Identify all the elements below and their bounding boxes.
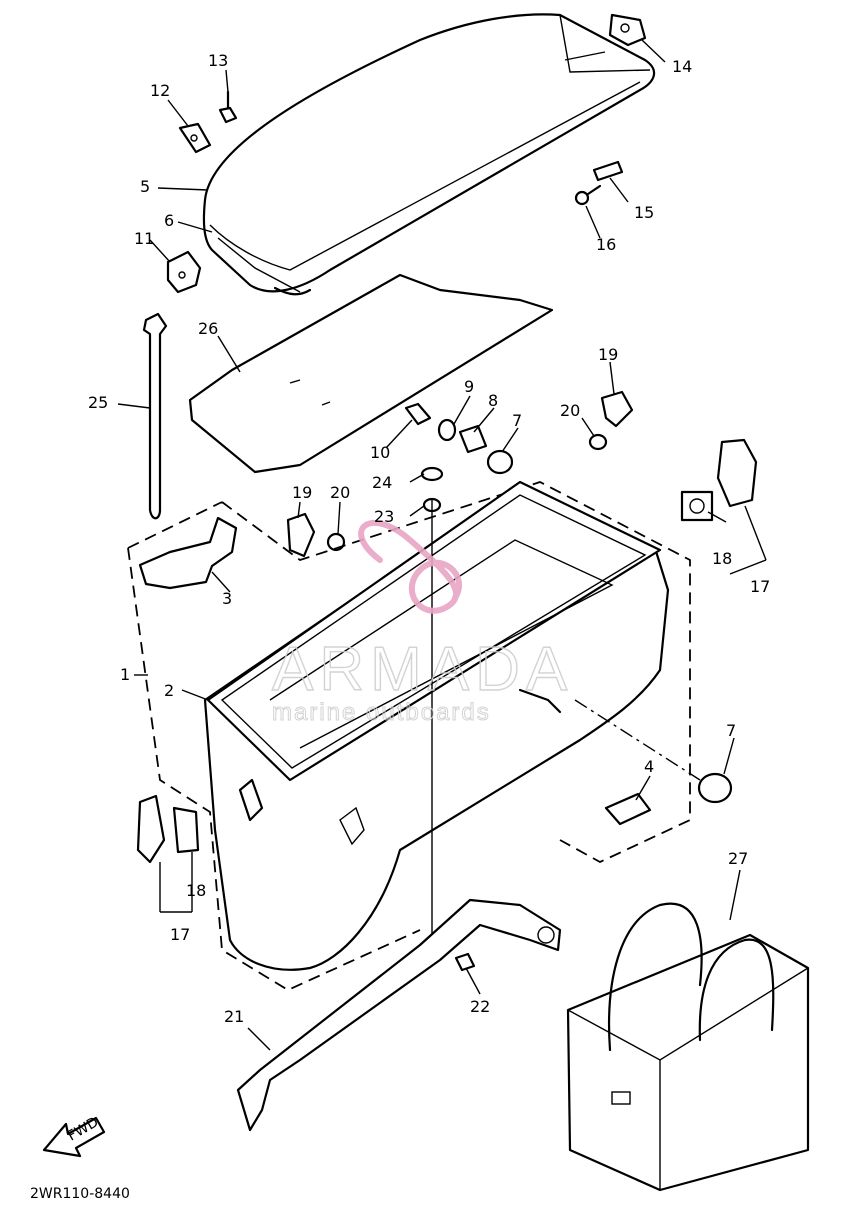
bracket-part-11 bbox=[166, 250, 202, 294]
assembly-outline-1 bbox=[127, 481, 691, 992]
saddlebag-case bbox=[203, 480, 670, 971]
screw-part-13 bbox=[218, 90, 238, 124]
label-part-27: 27 bbox=[728, 849, 748, 868]
bolt-part-16 bbox=[574, 184, 602, 206]
label-part-19-left: 19 bbox=[292, 483, 312, 502]
label-part-9: 9 bbox=[464, 377, 474, 396]
label-part-18-left: 18 bbox=[186, 881, 206, 900]
latch-part-19-left bbox=[286, 512, 316, 558]
label-part-7-upper: 7 bbox=[512, 411, 522, 430]
label-part-23: 23 bbox=[374, 507, 394, 526]
saddlebag-lid bbox=[202, 13, 656, 296]
watermark-title: ARMADA bbox=[272, 635, 573, 704]
watermark-subtitle: marine outboards bbox=[272, 699, 491, 726]
armada-watermark: ARMADA marine outboards bbox=[271, 519, 573, 727]
label-part-17-right: 17 bbox=[750, 577, 770, 596]
cap-part-24 bbox=[420, 466, 444, 482]
label-part-25: 25 bbox=[88, 393, 108, 412]
label-part-24: 24 bbox=[372, 473, 392, 492]
label-part-1: 1 bbox=[120, 665, 130, 684]
diagram-code: 2WR110-8440 bbox=[30, 1186, 130, 1202]
label-part-20-left: 20 bbox=[330, 483, 350, 502]
washer-part-15 bbox=[592, 160, 624, 182]
label-part-11: 11 bbox=[134, 229, 154, 248]
hinge-part-14 bbox=[608, 13, 647, 47]
clip-part-22 bbox=[454, 952, 476, 972]
label-part-19-right: 19 bbox=[598, 345, 618, 364]
watermark-logo-swirl bbox=[358, 519, 463, 614]
label-part-17-left: 17 bbox=[170, 925, 190, 944]
label-part-12: 12 bbox=[150, 81, 170, 100]
nut-part-20-left bbox=[326, 532, 346, 552]
label-part-8: 8 bbox=[488, 391, 498, 410]
lock-part-17-right bbox=[680, 438, 758, 522]
label-part-14: 14 bbox=[672, 57, 692, 76]
label-part-16: 16 bbox=[596, 235, 616, 254]
gasket-part-3 bbox=[138, 516, 238, 590]
label-part-3: 3 bbox=[222, 589, 232, 608]
strap-part-25 bbox=[142, 312, 168, 520]
cap-part-7-lower bbox=[574, 699, 733, 804]
label-part-2: 2 bbox=[164, 681, 174, 700]
pad-part-4 bbox=[604, 792, 652, 826]
label-part-18-right: 18 bbox=[712, 549, 732, 568]
nut-part-20-right bbox=[588, 433, 608, 451]
label-part-7-lower: 7 bbox=[726, 721, 736, 740]
label-part-26: 26 bbox=[198, 319, 218, 338]
part-labels: 13 12 14 5 6 15 16 11 26 25 19 9 8 20 7 … bbox=[88, 51, 770, 1026]
fwd-arrow-icon: FWD bbox=[42, 1114, 106, 1158]
label-part-13: 13 bbox=[208, 51, 228, 70]
plate-part-12 bbox=[178, 122, 212, 154]
label-part-21: 21 bbox=[224, 1007, 244, 1026]
label-part-6: 6 bbox=[164, 211, 174, 230]
label-part-4: 4 bbox=[644, 757, 654, 776]
fastener-group-7-10 bbox=[404, 402, 514, 475]
lock-part-17-left bbox=[136, 794, 200, 864]
leader-lines bbox=[117, 39, 767, 1051]
label-part-10: 10 bbox=[370, 443, 390, 462]
latch-part-19-right bbox=[600, 390, 634, 428]
mount-bracket-21 bbox=[236, 898, 562, 1132]
inner-bag-27 bbox=[566, 902, 810, 1192]
label-part-15: 15 bbox=[634, 203, 654, 222]
label-part-5: 5 bbox=[140, 177, 150, 196]
tray-part-26 bbox=[188, 273, 554, 474]
label-part-22: 22 bbox=[470, 997, 490, 1016]
label-part-20-right: 20 bbox=[560, 401, 580, 420]
